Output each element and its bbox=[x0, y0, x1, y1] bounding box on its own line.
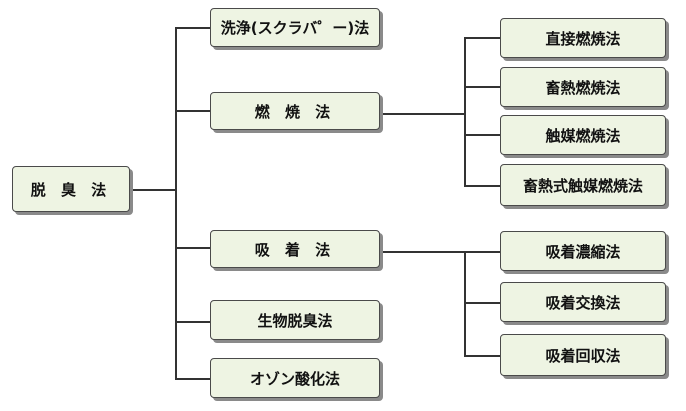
root-label: 脱 臭 法 bbox=[30, 180, 112, 199]
biological-method-label: 生物脱臭法 bbox=[257, 311, 333, 330]
connector-to-biological bbox=[175, 321, 210, 323]
node-biological-method: 生物脱臭法 bbox=[210, 300, 380, 340]
node-adsorption-recovery: 吸着回収法 bbox=[500, 334, 666, 376]
connector-to-combustion bbox=[175, 110, 210, 112]
washing-method-label: 洗浄(スクラバ゜ー)法 bbox=[220, 19, 370, 37]
connector-to-regen-catalytic bbox=[464, 185, 500, 187]
connector-to-adsorption bbox=[175, 247, 210, 249]
catalytic-combustion-label: 触媒燃焼法 bbox=[545, 126, 621, 145]
node-adsorption-exchange: 吸着交換法 bbox=[500, 282, 666, 322]
connector-to-concentration bbox=[464, 251, 500, 253]
connector-root-out bbox=[130, 189, 175, 191]
node-ozone-method: オゾン酸化法 bbox=[210, 358, 380, 398]
node-regenerative-catalytic-combustion: 畜熱式触媒燃焼法 bbox=[500, 164, 666, 206]
connector-to-recovery bbox=[464, 355, 500, 357]
combustion-method-label: 燃 焼 法 bbox=[254, 102, 336, 121]
connector-to-ozone bbox=[175, 378, 210, 380]
regenerative-combustion-label: 畜熱燃焼法 bbox=[545, 78, 621, 97]
node-washing-method: 洗浄(スクラバ゜ー)法 bbox=[210, 8, 380, 47]
connector-level1-trunk bbox=[175, 27, 177, 379]
connector-to-direct bbox=[464, 37, 500, 39]
connector-to-catalytic bbox=[464, 134, 500, 136]
connector-adsorption-trunk bbox=[464, 251, 466, 356]
node-adsorption-concentration: 吸着濃縮法 bbox=[500, 231, 666, 271]
adsorption-exchange-label: 吸着交換法 bbox=[545, 293, 621, 312]
node-combustion-method: 燃 焼 法 bbox=[210, 92, 380, 130]
adsorption-concentration-label: 吸着濃縮法 bbox=[545, 242, 621, 261]
node-adsorption-method: 吸 着 法 bbox=[210, 230, 380, 268]
direct-combustion-label: 直接燃焼法 bbox=[545, 29, 621, 48]
adsorption-method-label: 吸 着 法 bbox=[254, 240, 336, 259]
connector-to-exchange bbox=[464, 302, 500, 304]
ozone-method-label: オゾン酸化法 bbox=[249, 369, 340, 388]
node-regenerative-combustion: 畜熱燃焼法 bbox=[500, 67, 666, 107]
connector-combustion-trunk bbox=[464, 37, 466, 186]
connector-to-regenerative bbox=[464, 86, 500, 88]
node-direct-combustion: 直接燃焼法 bbox=[500, 18, 666, 58]
regenerative-catalytic-combustion-label: 畜熱式触媒燃焼法 bbox=[522, 176, 643, 195]
connector-adsorption-out bbox=[380, 251, 464, 253]
connector-to-washing bbox=[175, 27, 210, 29]
adsorption-recovery-label: 吸着回収法 bbox=[545, 346, 621, 365]
root-node-deodorization: 脱 臭 法 bbox=[12, 166, 130, 212]
connector-combustion-out bbox=[380, 113, 464, 115]
node-catalytic-combustion: 触媒燃焼法 bbox=[500, 115, 666, 155]
